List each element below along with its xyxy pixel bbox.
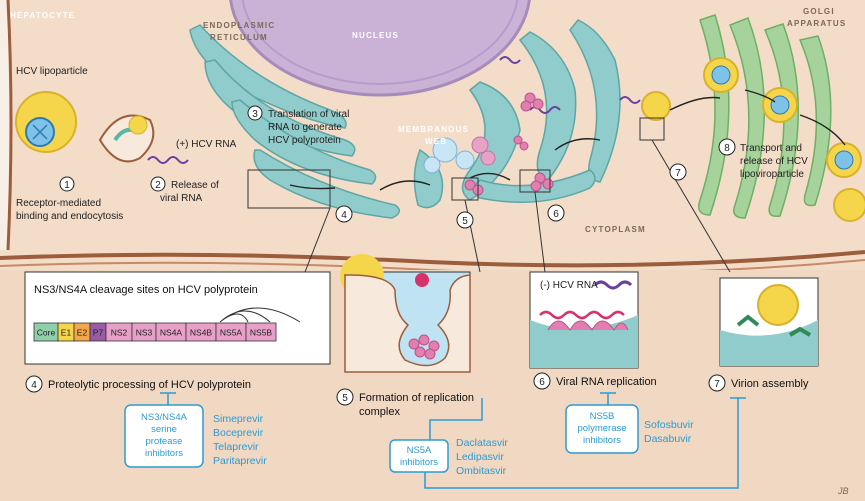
ns5a-class-line2: inhibitors [400,457,438,468]
polyprotein-title: NS3/NS4A cleavage sites on HCV polyprote… [34,284,258,296]
svg-text:5: 5 [342,393,348,404]
step-8-line1: Transport and [740,143,802,154]
step-3-line1: Translation of viral [268,109,349,120]
minus-rna-label: (-) HCV RNA [540,280,598,291]
caption-4: 4 Proteolytic processing of HCV polyprot… [26,376,251,392]
cytoplasm-label: CYTOPLASM [585,225,646,234]
step-6-marker: 6 [548,205,564,221]
svg-text:7: 7 [675,168,681,179]
svg-text:Formation of replication: Formation of replication [359,392,474,404]
segment-label-core: Core [37,328,56,338]
segment-label-ns3: NS3 [136,328,153,338]
step-7-marker: 7 [670,164,686,180]
drug-sofosbuvir: Sofosbuvir [644,419,694,431]
segment-label-ns4a: NS4A [160,328,183,338]
svg-text:complex: complex [359,406,400,418]
er-label-line1: ENDOPLASMIC [203,21,275,30]
svg-text:Viral RNA replication: Viral RNA replication [556,376,657,388]
golgi-label-line2: APPARATUS [787,19,846,28]
step-1-line2: binding and endocytosis [16,211,123,222]
svg-text:6: 6 [553,209,559,220]
drug-daclatasvir: Daclatasvir [456,437,508,449]
ns5b-class-line2: polymerase [577,423,626,434]
step-3-line2: RNA to generate [268,122,342,133]
panel-replication-complex [340,254,470,372]
svg-text:2: 2 [155,180,161,191]
drug-paritaprevir: Paritaprevir [213,455,267,467]
step-4-marker: 4 [336,206,352,222]
drug-boceprevir: Boceprevir [213,427,264,439]
svg-text:Proteolytic processing of HCV: Proteolytic processing of HCV polyprotei… [48,379,251,391]
panel-rna-replication: (-) HCV RNA [530,272,638,368]
ns5a-class-line1: NS5A [407,445,432,456]
drug-ledipasvir: Ledipasvir [456,451,504,463]
golgi-label-line1: GOLGI [803,7,835,16]
ns3-class-line1: NS3/NS4A [141,412,188,423]
svg-text:1: 1 [64,180,70,191]
web-label-line1: MEMBRANOUS [398,125,469,134]
step-2-line2: viral RNA [160,193,203,204]
svg-text:4: 4 [341,210,347,221]
segment-label-ns2: NS2 [111,328,128,338]
svg-text:4: 4 [31,380,37,391]
segment-label-e2: E2 [77,328,88,338]
ns3-class-line4: inhibitors [145,448,183,459]
panel-polyprotein: NS3/NS4A cleavage sites on HCV polyprote… [25,272,330,364]
step-2-line1: Release of [171,180,219,191]
drug-ombitasvir: Ombitasvir [456,465,507,477]
svg-text:8: 8 [724,143,730,154]
plus-rna-label: (+) HCV RNA [176,139,237,150]
hepatocyte-label: HEPATOCYTE [10,11,75,20]
ns3-class-line3: protease [146,436,183,447]
drug-simeprevir: Simeprevir [213,413,264,425]
hcv-lipoparticle [16,92,76,152]
svg-text:Virion assembly: Virion assembly [731,378,809,390]
segment-label-e1: E1 [61,328,72,338]
lipoparticle-label: HCV lipoparticle [16,66,88,77]
web-label-line2: WEB [425,137,447,146]
segment-label-ns4b: NS4B [190,328,213,338]
svg-text:3: 3 [252,109,258,120]
step-8-line3: lipoviroparticle [740,169,804,180]
svg-text:7: 7 [714,379,720,390]
drug-dasabuvir: Dasabuvir [644,433,692,445]
ns3-protease-inhibitors: NS3/NS4A serine protease inhibitors Sime… [125,405,267,467]
panel-virion-assembly [720,278,818,366]
segment-label-ns5b: NS5B [250,328,273,338]
polyprotein-segments: Core E1 E2 P7 NS2 NS3 NS4A NS4B NS5A NS5B [34,323,276,341]
svg-text:5: 5 [462,216,468,227]
ns3-class-line2: serine [151,424,177,435]
step-5-marker: 5 [457,212,473,228]
drug-telaprevir: Telaprevir [213,441,259,453]
ns5b-class-line1: NS5B [590,411,615,422]
nucleus-label: NUCLEUS [352,31,399,40]
ns5b-class-line3: inhibitors [583,435,621,446]
segment-label-ns5a: NS5A [220,328,243,338]
er-label-line2: RETICULUM [210,33,268,42]
step-1-line1: Receptor-mediated [16,198,101,209]
step-8-line2: release of HCV [740,156,808,167]
segment-label-p7: P7 [93,328,104,338]
svg-text:6: 6 [539,377,545,388]
step-3-line3: HCV polyprotein [268,135,341,146]
artist-signature: JB [837,486,849,496]
